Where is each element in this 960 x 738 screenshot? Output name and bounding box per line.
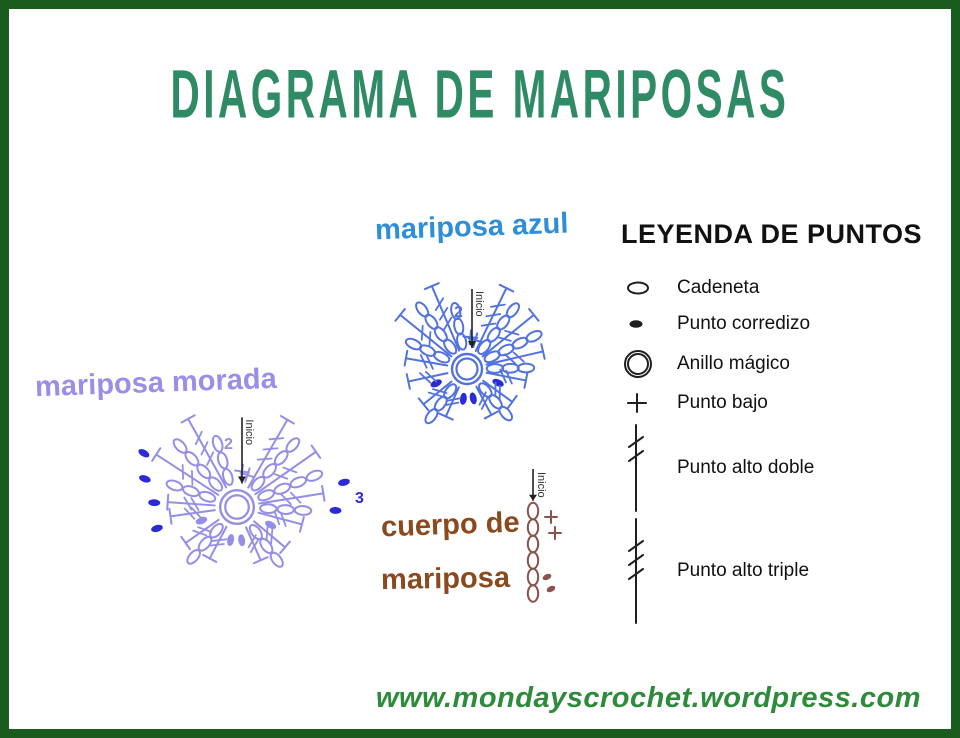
double-treble-icon [628, 424, 644, 512]
svg-text:Inicio: Inicio [243, 419, 255, 445]
magic-ring-icon [624, 350, 652, 378]
legend-title: LEYENDA DE PUNTOS [621, 219, 923, 249]
legend-item-label: Punto corredizo [677, 313, 811, 334]
blue-butterfly-diagram: Inicio 2 [394, 282, 546, 425]
body-label-line2: mariposa [380, 561, 511, 597]
body-label-line1: cuerpo de [380, 506, 521, 544]
website-url: www.mondayscrochet.wordpress.com [375, 682, 921, 714]
chain-icon [627, 281, 649, 295]
legend-item-anillo-magico: Anillo mágico [621, 346, 941, 382]
legend-item-punto-alto-doble: Punto alto doble [621, 422, 941, 514]
legend-item-punto-corredizo: Punto corredizo [621, 312, 941, 336]
page-title: DIAGRAMA DE MARIPOSAS [170, 54, 790, 133]
legend-item-label: Cadeneta [677, 277, 760, 298]
stitch-legend: LEYENDA DE PUNTOS Cadeneta Punto corredi… [621, 219, 941, 626]
legend-item-label: Punto alto triple [677, 560, 810, 581]
legend-item-label: Anillo mágico [677, 353, 790, 374]
svg-text:Inicio: Inicio [535, 472, 547, 498]
blue-butterfly-label: mariposa azul [374, 207, 569, 247]
purple-butterfly-diagram: Inicio 2 3 [138, 414, 364, 568]
svg-text:2: 2 [454, 304, 463, 321]
svg-text:3: 3 [355, 490, 364, 507]
slip-stitch-icon [629, 320, 643, 328]
legend-item-label: Punto alto doble [677, 457, 815, 478]
legend-item-punto-bajo: Punto bajo [621, 390, 941, 416]
svg-text:Inicio: Inicio [473, 291, 485, 317]
svg-text:2: 2 [224, 436, 233, 453]
single-crochet-icon [627, 393, 647, 413]
legend-item-punto-alto-triple: Punto alto triple [621, 516, 941, 626]
legend-item-label: Punto bajo [677, 392, 768, 413]
triple-treble-icon [628, 518, 644, 624]
butterfly-body-diagram: Inicio [526, 469, 562, 603]
legend-item-cadeneta: Cadeneta [621, 276, 941, 300]
